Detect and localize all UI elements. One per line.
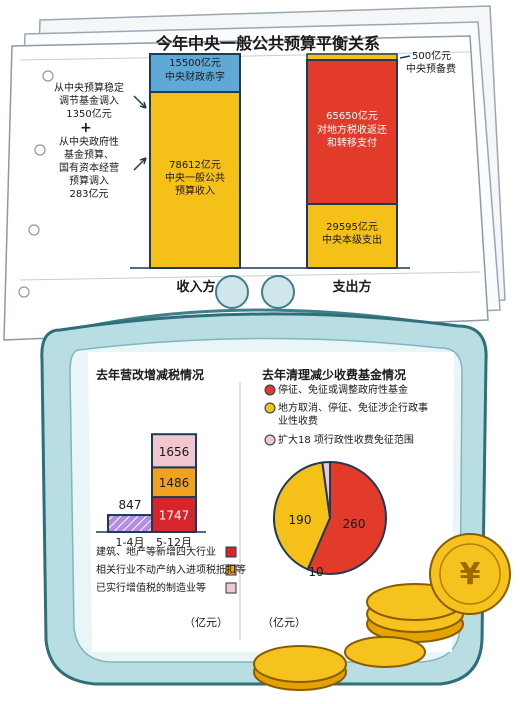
deficit-value: 15500亿元 [169,58,221,69]
vat-bar-segment [151,466,197,499]
central-label: 中央本级支出 [322,235,382,246]
note-line: 从中央预算稳定 [54,83,124,94]
coins: ¥ [253,533,511,691]
vat-legend-swatch [225,582,237,594]
fee-unit: （亿元） [262,616,306,629]
vat-data-label: 847 [119,498,142,512]
vat-data-label: 1747 [159,509,190,523]
fee-chart-title: 去年清理减少收费基金情况 [262,368,407,382]
vat-data-label: 1656 [159,445,190,459]
vat-bar-segment [151,433,197,469]
fee-legend-1: 停征、免征或调整政府性基金 [278,385,408,396]
central-value: 29595亿元 [326,222,378,233]
income-label-1: 中央一般公共 [165,173,225,184]
svg-text:¥: ¥ [460,557,481,592]
vat-chart-title: 去年营改增减税情况 [96,368,205,382]
income-value: 78612亿元 [169,160,221,171]
vat-legend-swatch [225,546,237,558]
fee-pie-slice [306,460,387,575]
income-label-2: 预算收入 [175,186,215,197]
reserve-value: 500亿元 [412,51,452,62]
fee-pie-slice [321,460,331,519]
note-line: 预算调入 [69,176,109,187]
vat-legend-1: 建筑、地产等新增四大行业 [96,547,216,558]
vat-category-label: 5-12月 [156,536,192,549]
reserve-label: 中央预备费 [406,64,456,75]
note-line: 283亿元 [69,189,109,200]
transfer-bar [306,59,398,205]
note-line: 1350亿元 [66,109,112,120]
income-axis-label: 收入方 [176,280,216,295]
fee-data-label: 10 [308,565,323,579]
vat-data-label: 1486 [159,476,190,490]
fee-legend-marker [264,384,276,396]
vat-legend-2: 相关行业不动产纳入进项税抵扣等 [96,565,246,576]
vat-legend-3: 已实行增值税的制造业等 [96,583,206,594]
fee-legend-3: 扩大18 项行政性收费免征范围 [278,435,414,446]
transfer-value: 65650亿元 [326,111,378,122]
central-bar [306,203,398,269]
transfer-label-1: 对地方税收返还 [317,125,387,136]
note-line: 从中央政府性 [59,137,119,148]
fee-data-label: 190 [289,513,312,527]
deficit-bar [149,53,241,93]
deficit-label: 中央财政赤字 [165,72,225,83]
fee-data-label: 260 [343,517,366,531]
vat-legend-swatch [225,564,237,576]
fee-pie-slice [273,461,332,571]
note-line: 调节基金调入 [59,96,119,107]
vat-unit: （亿元） [184,616,228,629]
fee-legend-marker [264,402,276,414]
page-title: 今年中央一般公共预算平衡关系 [155,34,380,53]
transfer-label-2: 和转移支付 [327,138,377,149]
note-line: 国有资本经营 [59,163,119,174]
note-line: 基金预算、 [64,150,114,161]
fee-legend-2: 地方取消、停征、免征涉企行政事业性收费 [278,403,428,427]
vat-category-label: 1-4月 [116,536,145,549]
fee-legend-marker [264,434,276,446]
expense-axis-label: 支出方 [332,280,372,295]
plus-sign: + [80,120,92,136]
